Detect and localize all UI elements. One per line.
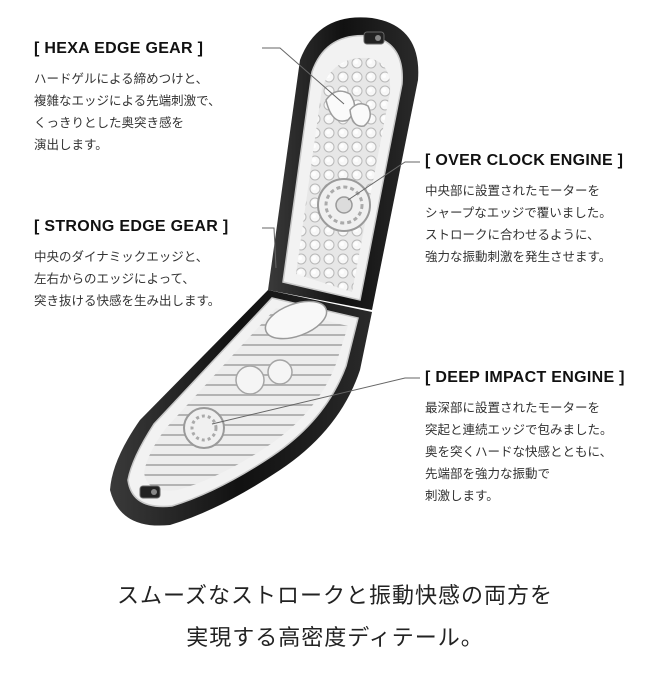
callout-deep-impact-engine: [ DEEP IMPACT ENGINE ] 最深部に設置されたモーターを 突起… [425,369,625,507]
callout-strong-edge-gear: [ STRONG EDGE GEAR ] 中央のダイナミックエッジと、 左右から… [34,218,228,312]
callout-line: 中央部に設置されたモーターを [425,183,601,198]
lower-shell [110,290,372,526]
leader-over [347,161,420,201]
callout-line: 奥を突くハードな快感とともに、 [425,444,613,459]
leader-deep [211,377,420,425]
callout-line: 左右からのエッジによって、 [34,271,195,286]
leader-lines [211,47,420,425]
leader-hexa [262,47,345,105]
callout-title: [ OVER CLOCK ENGINE ] [425,152,624,169]
footer-tagline-line2: 実現する高密度ディテール。 [186,626,484,651]
callout-line: 突き抜ける快感を生み出します。 [34,293,221,308]
upper-shell [268,17,419,310]
strong-edge-gear [264,300,328,340]
footer-tagline-line1: スムーズなストロークと振動快感の両方を [117,584,553,609]
callout-line: 強力な振動刺激を発生させます。 [425,249,612,264]
callout-line: くっきりとした奥突き感を [34,115,185,130]
over-clock-engine-gear [317,178,371,232]
hexa-edge-gear [325,90,371,127]
callout-line: 刺激します。 [425,488,499,503]
deep-impact-engine-gear [183,359,293,449]
top-switch [363,31,385,45]
callout-title: [ STRONG EDGE GEAR ] [34,218,229,235]
callout-line: 最深部に設置されたモーターを [425,400,601,415]
callout-line: ストロークに合わせるように、 [425,227,600,242]
leader-strong [262,227,277,269]
callout-line: 突起と連続エッジで包みました。 [425,422,613,437]
callout-over-clock-engine: [ OVER CLOCK ENGINE ] 中央部に設置されたモーターを シャー… [425,152,623,268]
callout-line: ハードゲルによる締めつけと、 [34,71,209,86]
callout-title: [ DEEP IMPACT ENGINE ] [425,369,625,386]
callout-hexa-edge-gear: [ HEXA EDGE GEAR ] ハードゲルによる締めつけと、 複雑なエッジ… [34,40,221,156]
callout-line: シャープなエッジで覆いました。 [425,205,612,220]
callout-line: 中央のダイナミックエッジと、 [34,249,209,264]
callout-line: 演出します。 [34,137,108,152]
callout-line: 複雑なエッジによる先端刺激で、 [34,93,221,108]
callout-title: [ HEXA EDGE GEAR ] [34,40,204,57]
bottom-switch [139,485,161,499]
callout-line: 先端部を強力な振動で [425,466,551,481]
